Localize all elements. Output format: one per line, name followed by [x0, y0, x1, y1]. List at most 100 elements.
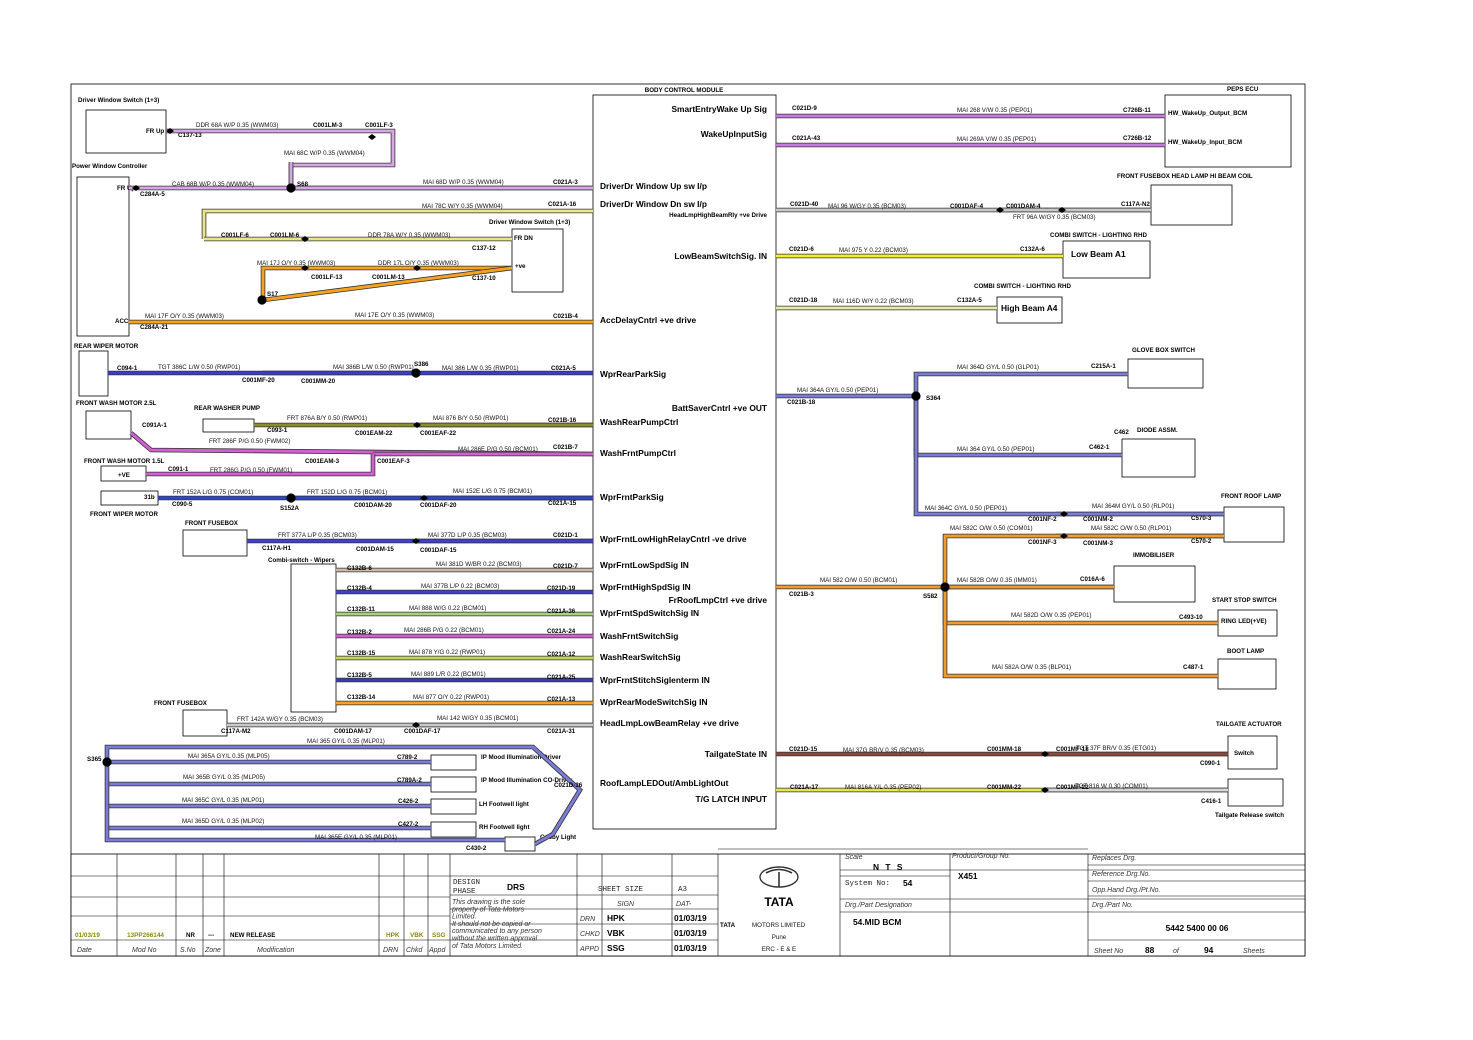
connector-label: C001LM-13	[372, 274, 405, 281]
start-stop-switch	[1217, 609, 1278, 637]
connector-label: C001MM-20	[301, 378, 336, 385]
bcm-pin-label: WashRearSwitchSig	[600, 652, 681, 662]
wire	[914, 372, 1128, 396]
connector-label: C726B-12	[1123, 135, 1152, 142]
opp-label: Opp.Hand Drg./Pt.No.	[1092, 887, 1161, 894]
part-no-value: 5442 5400 00 06	[1166, 923, 1229, 933]
connector-label: C021A-12	[547, 651, 576, 658]
component-label: Low Beam A1	[1071, 249, 1126, 259]
wire-label: MAI 386 L/W 0.35 (RWP01)	[442, 365, 519, 372]
connector-label: C093-1	[267, 427, 288, 434]
component-label: RING LED(+VE)	[1221, 618, 1267, 625]
splice-dot-icon	[286, 183, 296, 193]
wire-junction-icon	[420, 495, 428, 501]
connector-label: C132A-6	[1020, 246, 1045, 253]
company-mark: TATA	[720, 922, 736, 929]
scale-value: N T S	[873, 862, 904, 872]
connector-label: C462-1	[1089, 444, 1110, 451]
connector-label: C001DAF-15	[420, 547, 457, 554]
front-wash-motor-25	[85, 410, 132, 440]
bcm-pin-label: HeadLmpLowBeamRelay +ve drive	[600, 718, 739, 728]
design-phase-label: PHASE	[453, 888, 476, 896]
sheet-size: A3	[678, 886, 688, 894]
connector-label: C462	[1114, 429, 1129, 436]
notice-line: communicated to any person	[452, 928, 542, 935]
front-fusebox	[182, 529, 248, 557]
wire-label: MAI 364D GY/L 0.50 (GLP01)	[957, 364, 1039, 371]
mood-codriver	[430, 776, 477, 793]
bcm-pin-label: BattSaverCntrl +ve OUT	[672, 403, 768, 413]
driver-window-switch	[85, 109, 167, 154]
connector-label: C001NF-2	[1028, 516, 1057, 523]
wire	[146, 454, 375, 476]
role-label: APPD	[579, 946, 599, 953]
connector-label: C001LM-3	[313, 122, 343, 129]
wire	[105, 745, 582, 846]
connector-label: C001NF-3	[1028, 539, 1057, 546]
bcm-pin-label: DriverDr Window Up sw I/p	[600, 181, 707, 191]
wire-label: FRT 286G P/G 0.50 (FWM01)	[210, 467, 292, 474]
boot-lamp	[1217, 658, 1277, 690]
wire-label: DDR 78A W/Y 0.35 (WWM03)	[368, 232, 450, 239]
component-label: START STOP SWITCH	[1212, 597, 1277, 604]
component-label: FRONT FUSEBOX HEAD LAMP HI BEAM COIL	[1117, 173, 1253, 180]
connector-label: C021D-36	[554, 782, 583, 789]
connector-label: C021D-7	[553, 563, 578, 570]
component-label: HW_WakeUp_Input_BCM	[1168, 139, 1242, 146]
component-label: DIODE ASSM.	[1137, 427, 1178, 434]
component-label: COMBI SWITCH - LIGHTING RHD	[1050, 232, 1147, 239]
wire-label: MAI 816A Y/L 0.35 (PEP02)	[845, 784, 921, 791]
product-label: Product/Group No.	[952, 853, 1010, 860]
rev-sno: NR	[186, 932, 195, 939]
wire-junction-icon	[412, 538, 420, 544]
component-label: ACC	[115, 318, 129, 325]
wire-junction-icon	[1041, 787, 1049, 793]
wire-junction-icon	[413, 422, 421, 428]
connector-label: C091A-1	[142, 422, 167, 429]
combi-switch-wipers	[290, 563, 337, 713]
company-city: Pune	[772, 934, 787, 941]
bcm-pin-label: LowBeamSwitchSig. IN	[674, 251, 767, 261]
component-label: +ve	[515, 263, 526, 270]
connector-label: C430-2	[466, 845, 487, 852]
wire-label: TGT 37F BR/V 0.35 (ETG01)	[1076, 745, 1156, 752]
wire-label: MAI 364C GY/L 0.50 (PEP01)	[925, 505, 1007, 512]
of-label: of	[1173, 948, 1180, 955]
wire-label: MAI 377B L/P 0.22 (BCM03)	[421, 583, 499, 590]
wire-junction-icon	[132, 185, 140, 191]
power-window-controller	[76, 176, 130, 337]
connector-label: C001NM-2	[1083, 516, 1113, 523]
bcm-pin-label: FrRoofLmpCtrl +ve drive	[669, 595, 768, 605]
connector-label: C426-2	[398, 798, 419, 805]
component-label: FRONT FUSEBOX	[154, 700, 208, 707]
wire-label: MAI 877 O/Y 0.22 (RWP01)	[413, 694, 489, 701]
rev-appd: SSG	[432, 932, 446, 939]
head-lamp-hi-beam-coil	[1150, 184, 1233, 226]
connector-label: C001MM-18	[987, 746, 1022, 753]
wire-label: TGT 386C L/W 0.50 (RWP01)	[158, 364, 240, 371]
wire-label: MAI 17F O/Y 0.35 (WWM03)	[145, 313, 224, 320]
wire-label: MAI 582C O/W 0.50 (COM01)	[950, 525, 1033, 532]
component-label: REAR WIPER MOTOR	[74, 343, 139, 350]
component-label: IP Mood Illumination CO-Driver	[481, 777, 573, 784]
bcm-pin-label: WprFrntParkSig	[600, 492, 664, 502]
splice-label: S386	[414, 361, 429, 368]
wire-label: MAI 889 L/R 0.22 (BCM01)	[411, 671, 486, 678]
lh-footwell	[430, 798, 477, 815]
connector-label: C094-1	[117, 365, 138, 372]
wire-label: MAI 888 W/G 0.22 (BCM01)	[409, 605, 486, 612]
bcm-pin-label: RoofLampLEDOut/AmbLightOut	[600, 778, 729, 788]
connector-label: C021A-24	[547, 628, 576, 635]
connector-label: C021A-25	[547, 674, 576, 681]
component-label: COMBI SWITCH - LIGHTING RHD	[974, 283, 1071, 290]
company-line: MOTORS LIMITED	[752, 922, 806, 929]
low-beam-a1	[1062, 240, 1151, 279]
connector-label: C001EAF-3	[377, 458, 410, 465]
immobiliser	[1113, 565, 1196, 603]
connector-label: C016A-6	[1080, 576, 1105, 583]
part-no-label: Drg./Part No.	[1092, 902, 1133, 909]
component-label: HW_WakeUp_Output_BCM	[1168, 110, 1247, 117]
wire-label: MAI 364 GY/L 0.50 (PEP01)	[957, 446, 1035, 453]
wire-label: MAI 116D W/Y 0.22 (BCM03)	[833, 298, 914, 305]
signer: SSG	[607, 943, 625, 953]
